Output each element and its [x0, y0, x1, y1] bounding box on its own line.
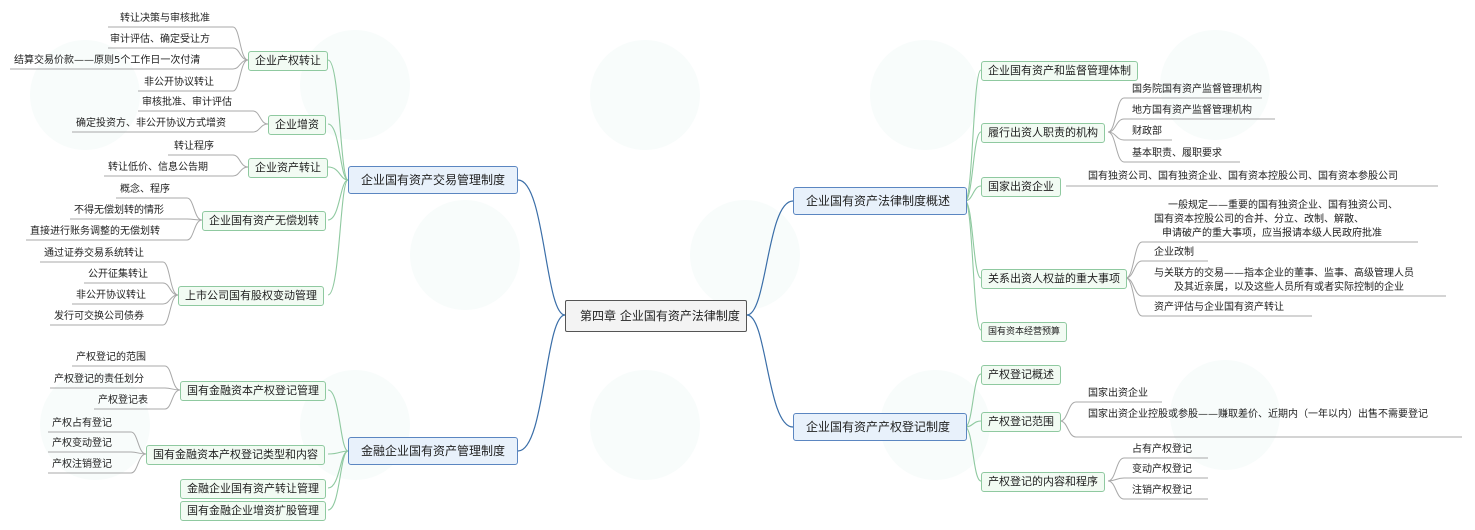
leaf-item[interactable]: 发行可交换公司债券	[54, 311, 144, 322]
leaf-item[interactable]: 产权登记的责任划分	[54, 374, 144, 385]
leaf-item[interactable]: 注销产权登记	[1132, 485, 1192, 496]
leaf-item[interactable]: 财政部	[1132, 126, 1162, 137]
node-financial-system[interactable]: 金融企业国有资产管理制度	[348, 437, 518, 465]
leaf-item[interactable]: 通过证券交易系统转让	[44, 248, 144, 259]
node-registration-scope[interactable]: 产权登记范围	[981, 412, 1061, 432]
leaf-item[interactable]: 及其近亲属，以及这些人员所有或者实际控制的企业	[1174, 282, 1404, 293]
leaf-item[interactable]: 公开征集转让	[88, 269, 148, 280]
leaf-item[interactable]: 审核批准、审计评估	[142, 97, 232, 108]
leaf-item[interactable]: 地方国有资产监督管理机构	[1132, 105, 1252, 116]
node-invested-enterprise[interactable]: 国家出资企业	[981, 177, 1061, 197]
watermark-logo	[690, 200, 800, 310]
leaf-item[interactable]: 国家出资企业控股或参股——赚取差价、近期内（一年以内）出售不需要登记	[1088, 409, 1428, 420]
node-asset-transfer[interactable]: 企业资产转让	[248, 158, 328, 178]
leaf-item[interactable]: 产权登记的范围	[76, 352, 146, 363]
node-equity-transfer[interactable]: 企业产权转让	[248, 51, 328, 71]
leaf-item[interactable]: 企业改制	[1154, 247, 1194, 258]
watermark-logo	[410, 200, 520, 310]
leaf-item[interactable]: 不得无偿划转的情形	[74, 205, 164, 216]
leaf-item[interactable]: 概念、程序	[120, 184, 170, 195]
leaf-item[interactable]: 转让程序	[174, 141, 214, 152]
leaf-item[interactable]: 产权登记表	[98, 395, 148, 406]
root-node[interactable]: 第四章 企业国有资产法律制度	[565, 300, 747, 332]
node-free-transfer[interactable]: 企业国有资产无偿划转	[202, 211, 326, 231]
watermark-logo	[870, 40, 980, 150]
leaf-item[interactable]: 审计评估、确定受让方	[110, 34, 210, 45]
node-property-registration[interactable]: 企业国有资产产权登记制度	[793, 413, 967, 441]
leaf-item[interactable]: 国务院国有资产监督管理机构	[1132, 84, 1262, 95]
node-financial-transfer-mgmt[interactable]: 金融企业国有资产转让管理	[180, 479, 326, 499]
watermark-logo	[1170, 360, 1280, 470]
node-major-matters[interactable]: 关系出资人权益的重大事项	[981, 269, 1127, 289]
node-supervision-system[interactable]: 企业国有资产和监督管理体制	[981, 61, 1138, 81]
leaf-item[interactable]: 基本职责、履职要求	[1132, 148, 1222, 159]
node-transaction-system[interactable]: 企业国有资产交易管理制度	[348, 166, 518, 194]
leaf-item[interactable]: 变动产权登记	[1132, 464, 1192, 475]
leaf-item[interactable]: 申请破产的重大事项，应当报请本级人民政府批准	[1162, 228, 1382, 239]
leaf-item[interactable]: 占有产权登记	[1132, 444, 1192, 455]
node-listed-equity-change[interactable]: 上市公司国有股权变动管理	[178, 286, 324, 306]
watermark-logo	[590, 40, 700, 150]
node-registration-content[interactable]: 产权登记的内容和程序	[981, 472, 1105, 492]
node-registration-types[interactable]: 国有金融资本产权登记类型和内容	[146, 445, 325, 465]
node-capital-increase[interactable]: 企业增资	[268, 115, 326, 135]
node-investor-agencies[interactable]: 履行出资人职责的机构	[981, 123, 1105, 143]
leaf-item[interactable]: 国家出资企业	[1088, 388, 1148, 399]
node-registration-overview[interactable]: 产权登记概述	[981, 365, 1061, 385]
node-legal-overview[interactable]: 企业国有资产法律制度概述	[793, 187, 967, 215]
leaf-item[interactable]: 转让决策与审核批准	[120, 13, 210, 24]
leaf-item[interactable]: 转让低价、信息公告期	[108, 162, 208, 173]
node-capital-budget[interactable]: 国有资本经营预算	[981, 322, 1068, 342]
leaf-item[interactable]: 直接进行账务调整的无偿划转	[30, 226, 160, 237]
leaf-item[interactable]: 产权占有登记	[52, 418, 112, 429]
node-financial-increase-mgmt[interactable]: 国有金融企业增资扩股管理	[180, 501, 326, 521]
leaf-item[interactable]: 产权注销登记	[52, 459, 112, 470]
leaf-item[interactable]: 确定投资方、非公开协议方式增资	[76, 118, 226, 129]
leaf-item[interactable]: 结算交易价款——原则5个工作日一次付清	[14, 55, 201, 66]
leaf-item[interactable]: 与关联方的交易——指本企业的董事、监事、高级管理人员	[1154, 268, 1414, 279]
node-capital-registration[interactable]: 国有金融资本产权登记管理	[180, 381, 326, 401]
leaf-item[interactable]: 非公开协议转让	[144, 77, 214, 88]
watermark-logo	[590, 370, 700, 480]
watermark-logo	[1160, 30, 1270, 140]
leaf-item[interactable]: 产权变动登记	[52, 438, 112, 449]
leaf-item[interactable]: 一般规定——重要的国有独资企业、国有独资公司、	[1168, 200, 1398, 211]
leaf-item[interactable]: 非公开协议转让	[76, 290, 146, 301]
leaf-item[interactable]: 国有资本控股公司的合并、分立、改制、解散、	[1154, 214, 1364, 225]
leaf-item[interactable]: 国有独资公司、国有独资企业、国有资本控股公司、国有资本参股公司	[1088, 171, 1398, 182]
leaf-item[interactable]: 资产评估与企业国有资产转让	[1154, 302, 1284, 313]
